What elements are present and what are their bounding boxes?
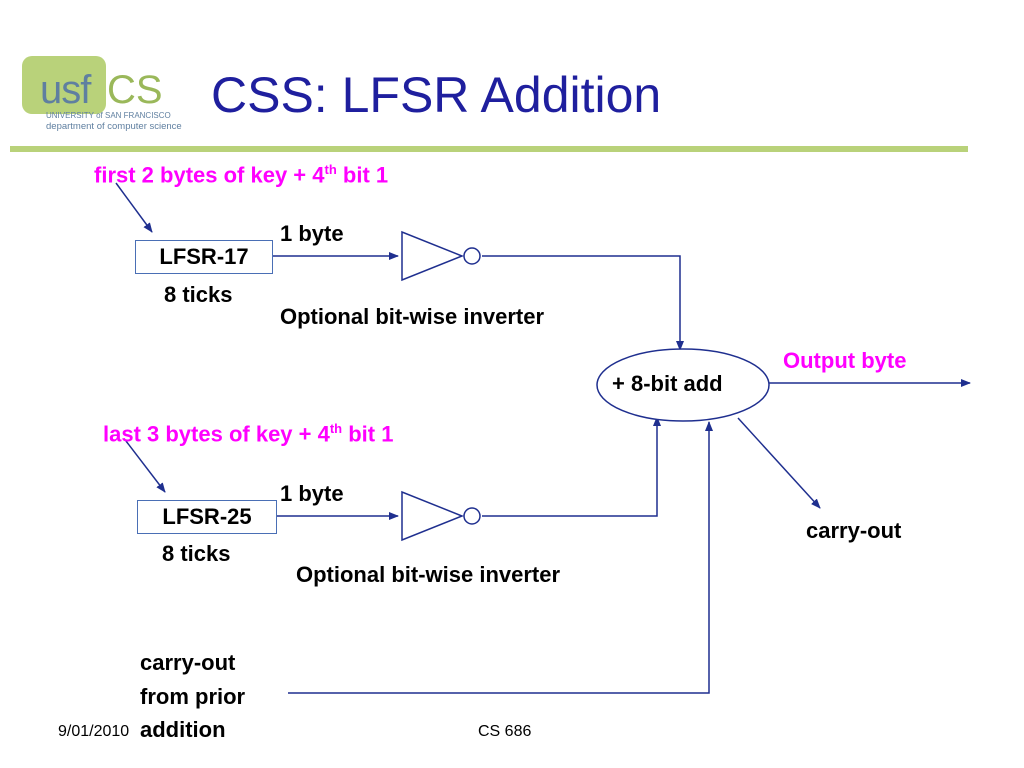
top-key-arrow xyxy=(115,182,153,233)
lfsr25-ticks-label: 8 ticks xyxy=(162,541,231,566)
lfsr25-box: LFSR-25 xyxy=(137,500,277,534)
carry-in-to-adder-line xyxy=(288,421,713,694)
top-inverter-triangle xyxy=(401,230,465,282)
footer-course: CS 686 xyxy=(478,723,532,740)
bottom-inverter-triangle xyxy=(401,490,465,542)
bottom-key-arrow xyxy=(125,440,166,493)
logo-cs-text: CS xyxy=(107,68,163,112)
lfsr17-ticks-label: 8 ticks xyxy=(164,282,233,307)
top-byte-label: 1 byte xyxy=(280,221,344,246)
adder-label: + 8-bit add xyxy=(612,371,723,396)
carry-in-label-line2: from prior xyxy=(140,684,246,709)
top-inverter-label: Optional bit-wise inverter xyxy=(280,304,545,329)
logo-university-text: UNIVERSITY of SAN FRANCISCO xyxy=(46,111,171,120)
logo-department-text: department of computer science xyxy=(46,121,182,132)
top-inverter-to-adder-line xyxy=(482,255,684,351)
top-key-input-label: first 2 bytes of key + 4th bit 1 xyxy=(94,162,389,188)
logo-background xyxy=(22,56,106,114)
carry-in-label-line3: addition xyxy=(140,717,226,742)
lfsr17-box: LFSR-17 xyxy=(135,240,273,274)
footer-date: 9/01/2010 xyxy=(58,723,130,740)
logo-usf-text: usf xyxy=(40,68,91,112)
output-byte-label: Output byte xyxy=(783,348,907,373)
bottom-inverter-label: Optional bit-wise inverter xyxy=(296,562,561,587)
carry-out-label: carry-out xyxy=(806,518,902,543)
slide-title: CSS: LFSR Addition xyxy=(211,67,662,123)
bottom-inverter-bubble xyxy=(463,507,481,525)
top-inverter-bubble xyxy=(463,247,481,265)
carry-in-label-line1: carry-out xyxy=(140,650,236,675)
carry-out-arrow xyxy=(737,417,821,509)
bottom-key-input-label: last 3 bytes of key + 4th bit 1 xyxy=(103,421,394,447)
title-divider xyxy=(10,146,968,152)
bottom-inverter-to-adder-line xyxy=(482,416,661,517)
bottom-byte-label: 1 byte xyxy=(280,481,344,506)
adder-ellipse xyxy=(596,348,770,422)
